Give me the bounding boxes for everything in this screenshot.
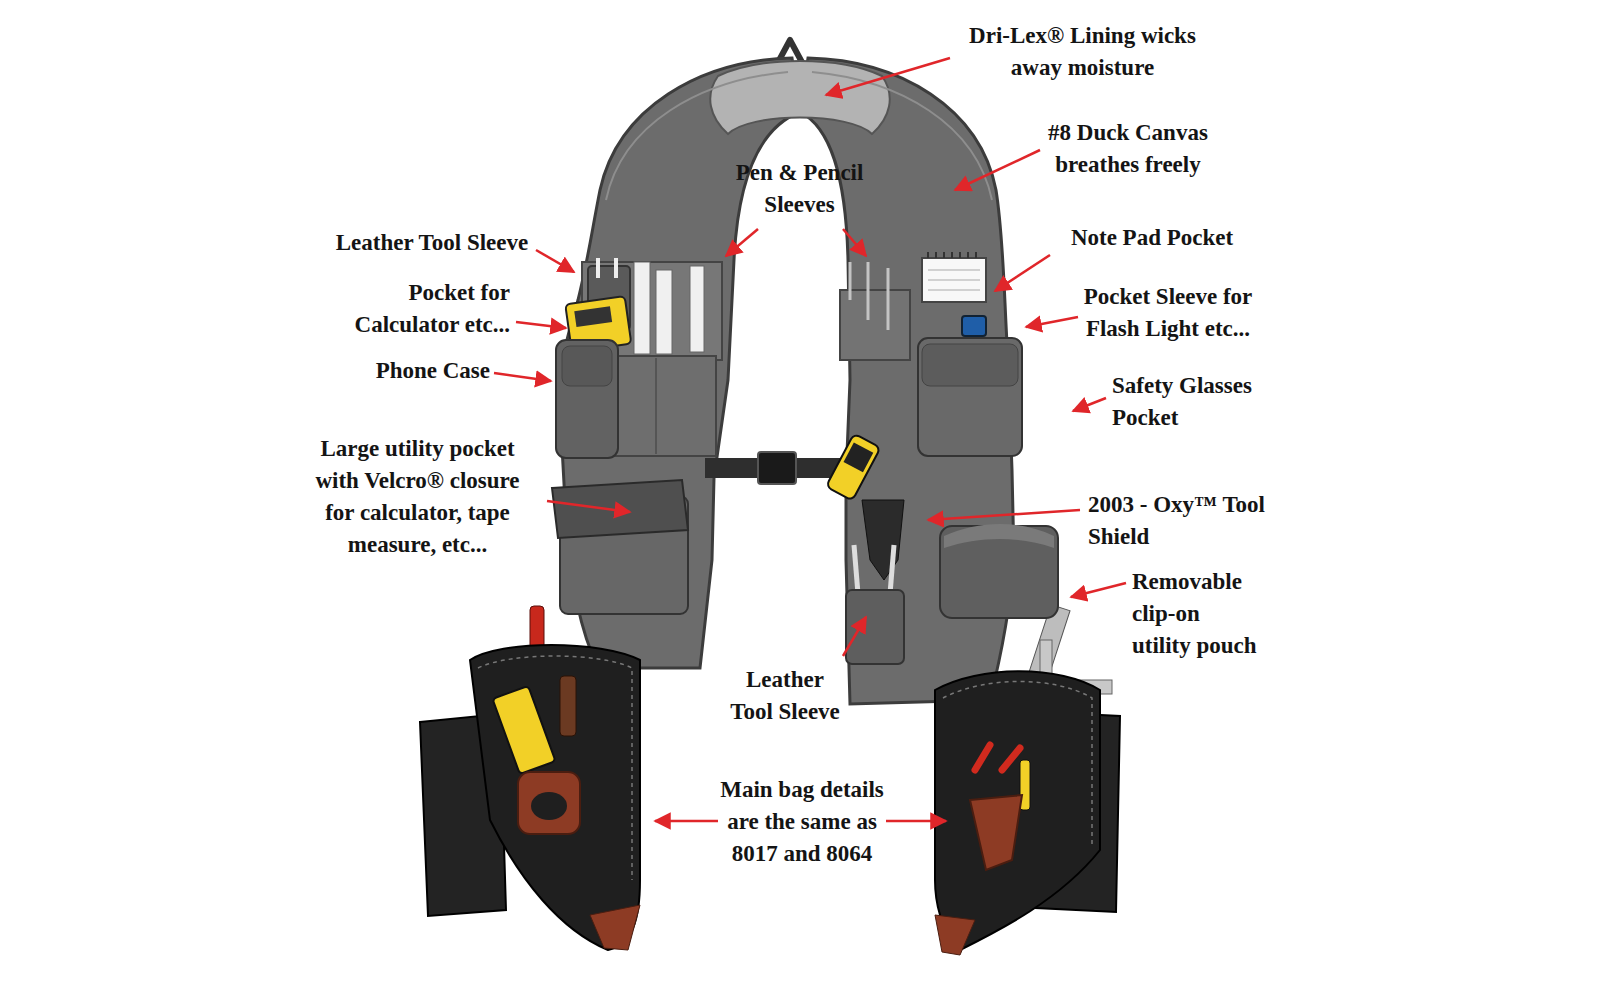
callout-label: Pocket Sleeve for Flash Light etc... bbox=[1068, 281, 1268, 345]
callout-label: Main bag details are the same as 8017 an… bbox=[717, 774, 887, 870]
right-pockets bbox=[826, 252, 1070, 683]
bag-main-pocket bbox=[935, 671, 1100, 950]
leader-arrow bbox=[536, 250, 574, 272]
leader-arrow bbox=[655, 820, 718, 823]
callout-label: 2003 - Oxy™ Tool Shield bbox=[1088, 489, 1298, 553]
tool-body bbox=[826, 434, 881, 501]
note-pad-lines bbox=[928, 270, 980, 290]
plier-handles bbox=[975, 745, 1020, 770]
bag-leather-tip bbox=[590, 905, 640, 950]
pen-sleeve bbox=[840, 290, 910, 360]
bag-stitching bbox=[943, 682, 1092, 849]
leader-arrow bbox=[494, 373, 551, 381]
note-pad bbox=[922, 258, 986, 302]
callout-label: Leather Tool Sleeve bbox=[725, 664, 845, 728]
plier-handle bbox=[890, 545, 894, 594]
tool-face bbox=[844, 442, 874, 472]
utility-pocket-flap bbox=[552, 480, 688, 538]
tool-shield bbox=[862, 500, 904, 580]
leader-arrows bbox=[494, 58, 1126, 821]
leader-arrow bbox=[843, 617, 866, 656]
pencil bbox=[634, 262, 650, 354]
pen-clip bbox=[887, 268, 890, 330]
pouch-lip bbox=[944, 524, 1054, 548]
callout-label: Safety Glasses Pocket bbox=[1112, 370, 1292, 434]
leader-arrow bbox=[886, 820, 946, 823]
leader-arrow bbox=[1073, 398, 1106, 411]
leader-arrow bbox=[843, 229, 866, 256]
tool-tip bbox=[614, 258, 618, 278]
leader-arrow bbox=[955, 150, 1040, 190]
tool-handle bbox=[560, 676, 576, 736]
leader-arrow bbox=[995, 255, 1050, 291]
callout-label: Dri-Lex® Lining wicks away moisture bbox=[955, 20, 1210, 84]
left-pockets bbox=[552, 258, 722, 614]
leader-arrow bbox=[928, 510, 1080, 520]
callout-label: #8 Duck Canvas breathes freely bbox=[1028, 117, 1228, 181]
tool-tip bbox=[596, 258, 600, 278]
leader-arrow bbox=[726, 229, 758, 256]
leather-tool-sleeve bbox=[846, 590, 904, 664]
bag-leather-tip bbox=[935, 915, 975, 955]
oxy-tool bbox=[826, 434, 881, 501]
pen-clip bbox=[867, 262, 870, 320]
leader-arrow bbox=[1026, 317, 1078, 327]
phone-case-flap bbox=[562, 346, 612, 386]
callout-label: Leather Tool Sleeve bbox=[312, 227, 552, 259]
bag-main-pocket bbox=[470, 645, 640, 950]
flashlight bbox=[962, 316, 986, 336]
right-bag bbox=[935, 640, 1120, 955]
vest-left-panel bbox=[560, 58, 800, 668]
loop-hole bbox=[531, 792, 567, 820]
pencil bbox=[656, 270, 672, 354]
plier-handle bbox=[854, 545, 858, 594]
leader-arrow bbox=[826, 58, 950, 95]
pencil bbox=[690, 266, 704, 352]
left-bag bbox=[420, 606, 640, 950]
callout-label: Removable clip-on utility pouch bbox=[1132, 566, 1261, 662]
callout-label: Pocket for Calculator etc... bbox=[330, 277, 510, 341]
pen-clip bbox=[849, 262, 852, 300]
callout-label: Note Pad Pocket bbox=[1032, 222, 1272, 254]
callout-label: Large utility pocket with Velcro® closur… bbox=[305, 433, 530, 561]
tape-tool bbox=[492, 686, 555, 774]
callout-label: Phone Case bbox=[300, 355, 490, 387]
calculator-display bbox=[574, 306, 612, 327]
leader-arrow bbox=[1071, 583, 1126, 597]
pocket-seam bbox=[655, 358, 657, 454]
leather-holster bbox=[970, 795, 1022, 870]
glasses-pocket bbox=[918, 338, 1022, 456]
bag-stitching bbox=[478, 656, 632, 880]
leader-arrow bbox=[516, 322, 566, 328]
belt-buckle bbox=[758, 452, 796, 484]
note-pad-spiral bbox=[928, 252, 976, 258]
phone-case bbox=[556, 340, 618, 458]
leader-arrow bbox=[547, 501, 630, 512]
leather-loop bbox=[518, 772, 580, 834]
glasses-pocket-flap bbox=[922, 344, 1018, 386]
callout-label: Pen & Pencil Sleeves bbox=[712, 157, 887, 221]
vest-lining bbox=[710, 61, 889, 134]
